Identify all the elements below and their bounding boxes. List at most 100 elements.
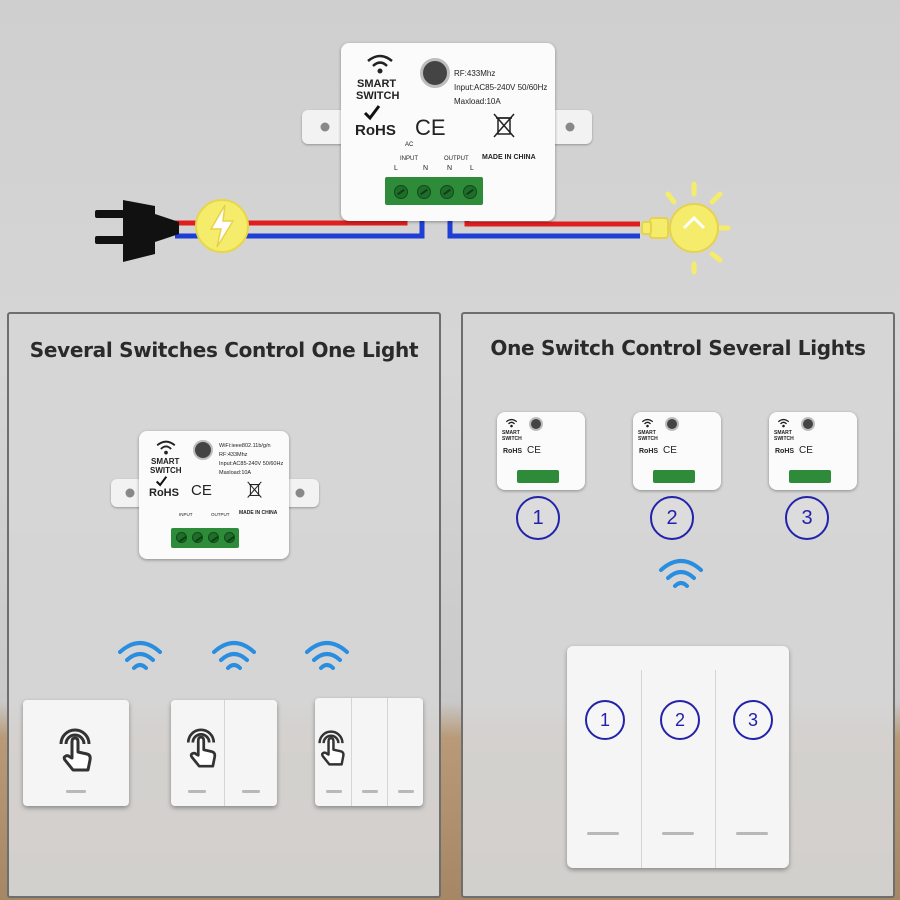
module-brand-line2: SWITCH [638,436,658,442]
switch-gang[interactable] [171,700,225,806]
switch-indicator-led [398,790,414,793]
light-bulb-icon [641,181,731,275]
switch-indicator-led [188,790,206,793]
module-brand-line2: SWITCH [502,436,522,442]
switch-gang-2[interactable] [641,670,716,868]
touch-hand-icon [186,728,217,768]
ce-mark: CE [191,482,212,499]
module-input-label: INPUT [179,512,193,517]
terminal-screw[interactable] [208,532,219,543]
switch-gang-1[interactable] [567,670,642,868]
rohs-mark: RoHS [639,448,659,455]
module-brand-line2: SWITCH [774,436,794,442]
ce-mark: CE [415,115,446,140]
switch-indicator-led [362,790,378,793]
module-input-label: INPUT [400,156,418,162]
wifi-icon [305,641,349,670]
gang-number-2: 2 [660,700,700,740]
module-terminal-block [653,470,695,483]
wifi-icon [212,641,256,670]
switch-indicator-led [587,832,619,835]
module-input-spec: Input:AC85-240V 50/60Hz [454,83,548,92]
module-number-1: 1 [516,496,560,540]
terminal-screw[interactable] [224,532,235,543]
module-maxload-spec: Maxload:10A [219,470,252,476]
module-pairing-button[interactable] [665,417,679,431]
wifi-icon [505,418,518,428]
smart-switch-module-1: SMART SWITCH RoHS CE [497,412,585,490]
ce-mark: CE [663,445,677,456]
module-rf-spec: RF:433Mhz [219,452,248,458]
weee-bin-icon [493,113,515,138]
terminal-screw[interactable] [176,532,187,543]
switch-indicator-led [736,832,768,835]
rohs-mark: RoHS [775,448,795,455]
module-output-label: OUTPUT [444,156,469,162]
module-terminal-block [171,528,239,548]
terminal-screw[interactable] [440,185,454,199]
switch-gang[interactable] [351,698,388,806]
wall-switch-3-gang[interactable] [315,698,423,806]
gang-number-1: 1 [585,700,625,740]
rohs-mark: RoHS [149,487,179,499]
module-maxload-spec: Maxload:10A [454,97,501,106]
module-term-n-out: N [447,165,453,172]
terminal-screw[interactable] [463,185,477,199]
ce-mark: CE [799,445,813,456]
wifi-icon [118,641,162,670]
switch-indicator-led [326,790,342,793]
module-made-in: MADE IN CHINA [239,510,278,516]
panel-one-switch: One Switch Control Several Lights SMART … [461,312,895,898]
switch-indicator-led [66,790,86,793]
wall-switch-3-gang-large[interactable]: 1 2 3 [567,646,789,868]
switch-gang[interactable] [315,698,352,806]
module-rf-spec: RF:433Mhz [454,69,496,78]
touch-hand-icon [59,728,92,772]
wifi-icon [156,440,176,455]
rohs-mark: RoHS [355,122,396,139]
panel-several-switches: Several Switches Control One Light SMART… [7,312,441,898]
module-pairing-button[interactable] [193,440,213,460]
module-term-l-in: L [394,165,398,172]
module-brand-line1: SMART [638,430,656,436]
smart-switch-module-main: SMART SWITCH RF:433Mhz Input:AC85-240V 5… [341,43,555,221]
module-number-2: 2 [650,496,694,540]
rohs-check-icon [155,476,168,487]
touch-hand-icon [318,730,345,766]
lightning-bolt-icon [195,199,249,253]
wifi-icon [777,418,790,428]
module-brand-line2: SWITCH [356,90,400,102]
module-mounting-ear-right [548,110,592,144]
module-input-spec: Input:AC85-240V 50/60Hz [219,461,284,467]
module-mounting-ear-left [302,110,348,144]
terminal-screw[interactable] [417,185,431,199]
weee-bin-icon [247,481,262,498]
module-pairing-button[interactable] [801,417,815,431]
terminal-screw[interactable] [394,185,408,199]
terminal-screw[interactable] [192,532,203,543]
module-made-in: MADE IN CHINA [482,154,536,161]
switch-indicator-led [662,832,694,835]
smart-switch-module-3: SMART SWITCH RoHS CE [769,412,857,490]
module-brand-line1: SMART [502,430,520,436]
wifi-icon [641,418,654,428]
wall-switch-2-gang[interactable] [171,700,277,806]
smart-switch-module-left: SMART SWITCH WiFi:ieee802.11b/g/n RF:433… [139,431,289,559]
wifi-icon [659,559,703,588]
ce-mark: CE [527,445,541,456]
module-terminal-block [517,470,559,483]
panel-right-title: One Switch Control Several Lights [490,336,866,360]
module-ac-label: AC [405,142,414,148]
panel-left-title: Several Switches Control One Light [29,338,419,362]
module-brand-line2: SWITCH [150,466,182,475]
module-brand-line1: SMART [357,78,397,90]
gang-number-3: 3 [733,700,773,740]
module-pairing-button[interactable] [420,58,450,88]
module-wifi-spec: WiFi:ieee802.11b/g/n [219,443,271,449]
module-pairing-button[interactable] [529,417,543,431]
wall-switch-1-gang[interactable] [23,700,129,806]
module-number-3: 3 [785,496,829,540]
smart-switch-module-2: SMART SWITCH RoHS CE [633,412,721,490]
rohs-check-icon [363,105,381,121]
module-output-label: OUTPUT [211,512,230,517]
